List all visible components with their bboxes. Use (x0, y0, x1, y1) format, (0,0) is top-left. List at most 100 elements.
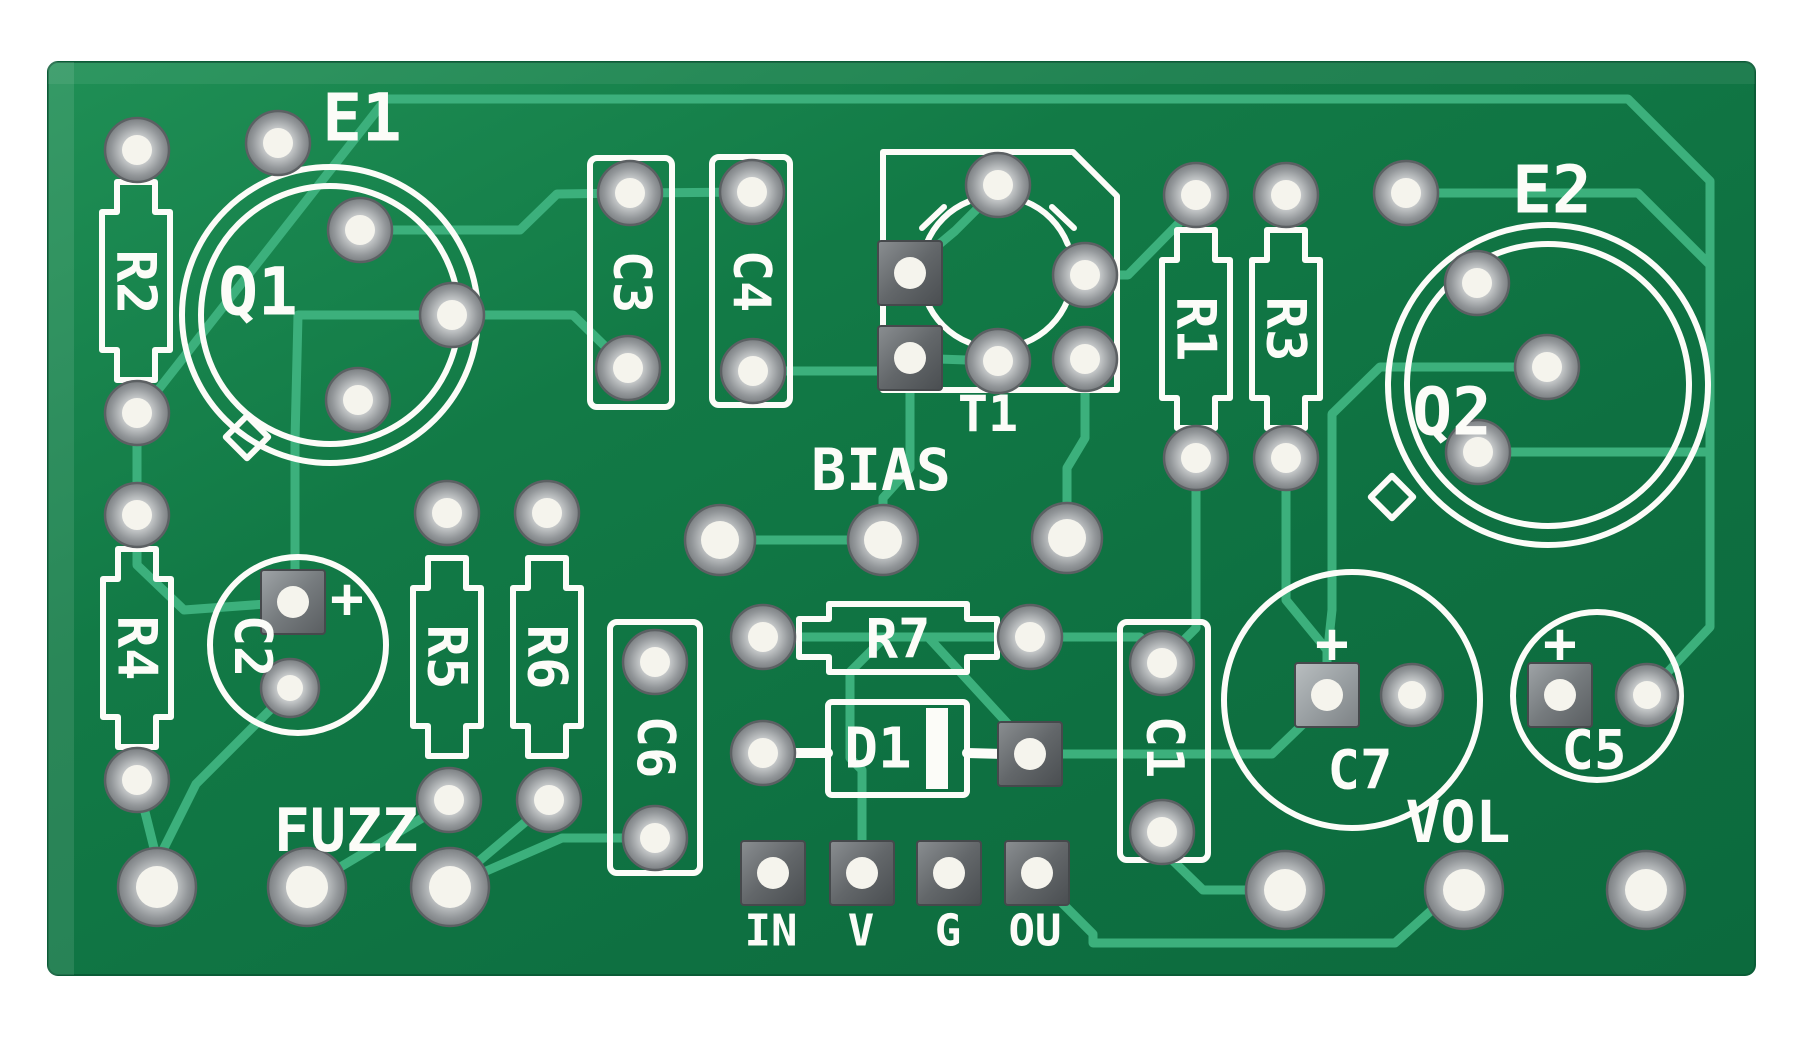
silkscreen-label-C2: C2 (222, 615, 282, 678)
silkscreen-label-G: G (935, 906, 962, 957)
round-pad (621, 628, 689, 696)
scan-highlight-left (48, 62, 74, 975)
square-pad (877, 240, 943, 306)
silk-transformer-tick-ne (1049, 204, 1077, 231)
round-pad (1444, 418, 1512, 486)
silkscreen-label-V: V (848, 906, 875, 957)
round-pad (415, 766, 483, 834)
silk-capacitor-outline-C4 (709, 154, 793, 408)
square-pad (1004, 840, 1070, 906)
copper-trace-0 (135, 94, 1715, 696)
round-pad (409, 846, 491, 928)
round-pad (964, 327, 1032, 395)
silk-resistor-outline-R5 (410, 555, 484, 759)
round-pad (1051, 325, 1119, 393)
round-pad (596, 159, 664, 227)
square-pad (1294, 662, 1360, 728)
silk-circle-outline-C7 (1221, 569, 1483, 831)
round-pad (103, 746, 171, 814)
silk-capacitor-outline-C3 (587, 155, 675, 410)
round-pad (1372, 159, 1440, 227)
copper-trace-21 (1323, 362, 1552, 653)
silkscreen-label-Q1: Q1 (218, 254, 297, 331)
copper-trace-4 (290, 310, 457, 601)
round-pad (729, 603, 797, 671)
silkscreen-label-T1: T1 (958, 385, 1018, 443)
round-pad (324, 366, 392, 434)
round-pad (718, 158, 786, 226)
silk-circle-outline-C5 (1510, 609, 1684, 783)
square-pad (260, 569, 326, 635)
silkscreen-label-E2: E2 (1512, 152, 1591, 229)
silkscreen-label-C3: C3 (601, 251, 661, 314)
round-pad (1252, 161, 1320, 229)
round-pad (1252, 424, 1320, 492)
square-pad (997, 721, 1063, 787)
round-pad (996, 603, 1064, 671)
silk-resistor-outline-R4 (100, 546, 174, 750)
silkscreen-label-C7: C7 (1327, 739, 1392, 802)
silkscreen-label-C1: C1 (1134, 716, 1194, 779)
round-pad (103, 481, 171, 549)
round-pad (594, 334, 662, 402)
round-pad (103, 116, 171, 184)
silkscreen-label-C4: C4 (721, 250, 781, 313)
square-pad (1527, 662, 1593, 728)
round-pad (1244, 849, 1326, 931)
silkscreen-label-R6: R6 (516, 624, 579, 689)
silk-capacitor-outline-C6 (607, 619, 703, 876)
silk-resistor-outline-R6 (510, 555, 584, 759)
round-pad (418, 281, 486, 349)
silkscreen-label-BIAS: BIAS (811, 436, 951, 504)
round-pad (1605, 849, 1687, 931)
silk-transformer-tick-nw (919, 204, 947, 231)
silkscreen-label-C5: C5 (1561, 719, 1626, 782)
round-pad (846, 503, 920, 577)
round-pad (266, 846, 348, 928)
silkscreen-label-plus-C7: + (1315, 612, 1349, 677)
round-pad (719, 337, 787, 405)
silk-circle-outline-C2 (207, 554, 389, 736)
round-pad (1128, 629, 1196, 697)
silkscreen-label-plus-C5: + (1543, 612, 1577, 677)
round-pad (1379, 662, 1445, 728)
silkscreen-label-R2: R2 (105, 249, 168, 314)
scan-highlight-top (48, 62, 1755, 84)
silkscreen-label-IN: IN (745, 906, 798, 957)
round-pad (515, 766, 583, 834)
silkscreen-label-VOL: VOL (1406, 788, 1511, 856)
round-pad (1128, 798, 1196, 866)
square-pad (829, 840, 895, 906)
silk-resistor-outline-R2 (99, 179, 173, 383)
round-pad (1423, 849, 1505, 931)
round-pad (259, 657, 321, 719)
square-pad (916, 840, 982, 906)
solder-pads (103, 109, 1687, 931)
silk-circle-outline-Q2-inner (1404, 241, 1692, 529)
round-pad (621, 804, 689, 872)
silkscreen-label-C6: C6 (625, 716, 685, 779)
round-pad (244, 109, 312, 177)
silkscreen-label-FUZZ: FUZZ (274, 796, 419, 866)
silk-resistor-outline-R7 (796, 601, 1000, 675)
round-pad (1162, 424, 1230, 492)
silkscreen-label-R3: R3 (1255, 296, 1318, 361)
round-pad (683, 503, 757, 577)
square-pad (877, 325, 943, 391)
silkscreen-label-R5: R5 (416, 624, 479, 689)
round-pad (1051, 241, 1119, 309)
silkscreen-label-D1: D1 (844, 717, 911, 782)
round-pad (513, 479, 581, 547)
square-pad (740, 840, 806, 906)
silk-circle-outline-Q2-outer (1385, 222, 1711, 548)
silk-resistor-outline-R3 (1249, 227, 1323, 431)
round-pad (326, 196, 394, 264)
silkscreen-label-OU: OU (1009, 906, 1062, 957)
copper-trace-1 (1401, 188, 1715, 270)
silkscreen-label-plus-C2: + (330, 567, 364, 632)
round-pad (729, 719, 797, 787)
round-pad (1030, 501, 1104, 575)
